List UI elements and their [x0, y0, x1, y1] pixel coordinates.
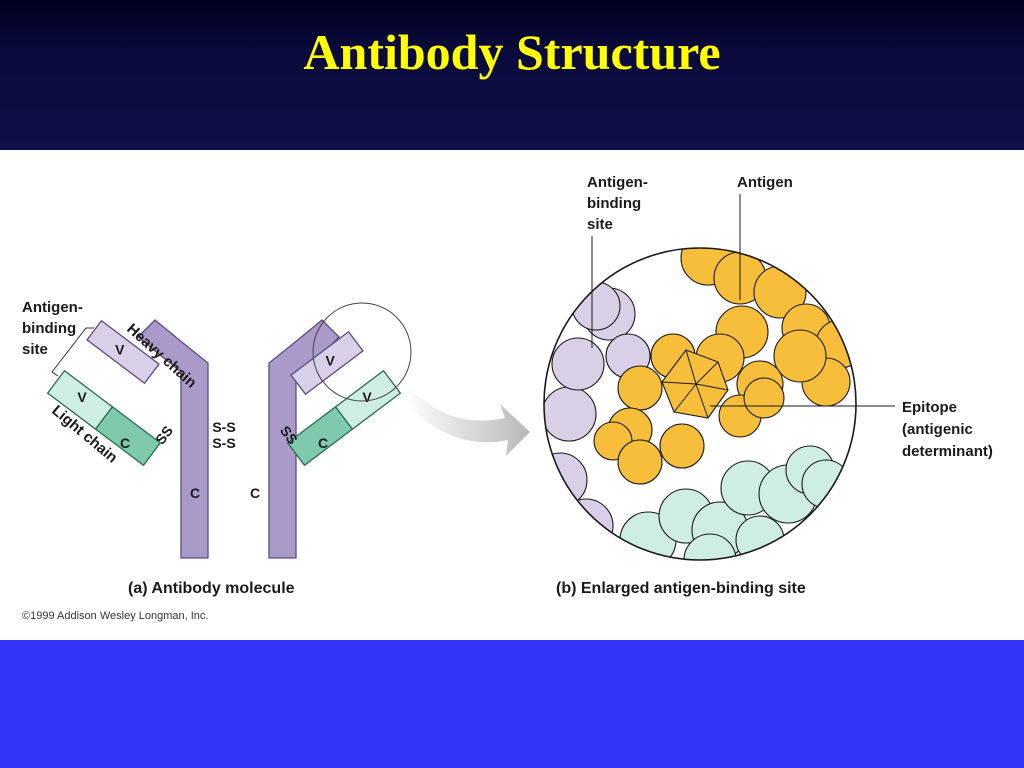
binding-site-bracket [51, 327, 94, 377]
antibody-diagram: V V V C C V C C S-S S-S [22, 174, 993, 622]
heavy-v-label-left: V [115, 342, 125, 358]
heavy-c-label-right: C [250, 485, 260, 501]
heavy-c-label-left: C [190, 485, 200, 501]
heavy-chain-left [137, 319, 209, 559]
antigen-binding-site-label-a-2: binding [22, 320, 76, 337]
epitope-facets [661, 349, 729, 419]
light-c-label-left: C [120, 435, 130, 451]
disulfide-bond-bottom: S-S [212, 435, 235, 451]
antigen-binding-site-label-a-3: site [22, 341, 48, 358]
antigen-binding-site-label-b-1: Antigen- [587, 174, 648, 191]
heavy-chain-v-domain-right [290, 330, 364, 396]
antigen-label: Antigen [737, 174, 793, 191]
heavy-chain-right [268, 319, 340, 559]
light-chain-v-domain-right [334, 369, 402, 431]
copyright: ©1999 Addison Wesley Longman, Inc. [22, 610, 208, 622]
light-c-label-right: C [318, 435, 328, 451]
antigen-binding-site-label-b-3: site [587, 216, 613, 233]
slide-header: Antibody Structure [0, 0, 1024, 150]
enlarged-binding-site [543, 247, 857, 561]
magnifier-circle [312, 302, 412, 402]
epitope-label-3: determinant) [902, 443, 993, 460]
enlarged-site-circle [543, 247, 857, 561]
figure-panel: V V V C C V C C S-S S-S [0, 150, 1024, 640]
epitope-label-2: (antigenic [902, 421, 973, 438]
light-v-label-left: V [77, 389, 87, 405]
heavy-v-label-right: V [326, 353, 336, 369]
epitope-label-1: Epitope [902, 399, 957, 416]
antibody-molecule: V V V C C V C C S-S S-S [22, 299, 412, 559]
light-v-label-right: V [362, 389, 372, 405]
light-chain-c-domain-left [94, 405, 162, 467]
caption-a: (a) Antibody molecule [128, 580, 295, 597]
caption-b: (b) Enlarged antigen-binding site [556, 580, 806, 597]
antigen-binding-site-label-a-1: Antigen- [22, 299, 83, 316]
slide-title: Antibody Structure [303, 24, 721, 80]
enlargement-arrow [404, 388, 530, 456]
antigen-binding-site-label-b-2: binding [587, 195, 641, 212]
antigen-residues [593, 248, 856, 485]
disulfide-bond-top: S-S [212, 419, 235, 435]
slide-footer-band [0, 640, 1024, 768]
heavy-chain-v-domain-left [86, 319, 160, 385]
